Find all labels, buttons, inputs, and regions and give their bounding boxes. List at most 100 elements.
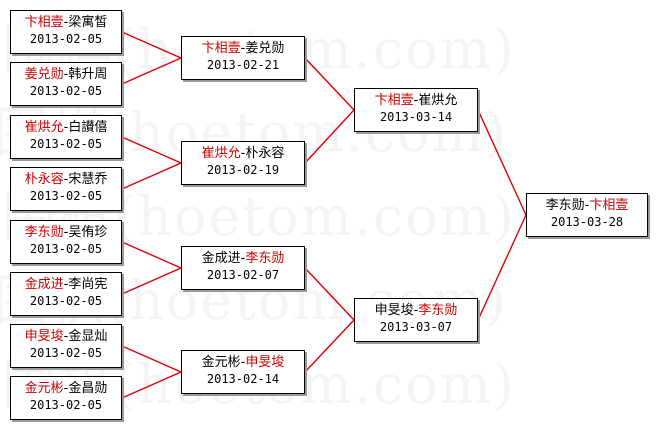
bracket-link-r2m4-r3m2 bbox=[304, 319, 355, 373]
match-date: 2013-02-05 bbox=[29, 84, 103, 98]
name-separator: - bbox=[63, 225, 69, 240]
loser-name: 白讃僖 bbox=[68, 120, 108, 135]
match-date: 2013-02-05 bbox=[29, 398, 103, 412]
bracket-link-r2m1-r3m1 bbox=[304, 57, 355, 111]
loser-name: 金昌勋 bbox=[68, 381, 108, 396]
winner-name: 卞相壹 bbox=[24, 15, 64, 30]
match-players: 李东勋-卞相壹 bbox=[527, 197, 647, 214]
winner-name: 卞相壹 bbox=[589, 198, 629, 213]
match-date: 2013-02-07 bbox=[206, 268, 280, 282]
bracket-link-r1m3-r2m2 bbox=[121, 136, 182, 164]
loser-name: 姜兑勋 bbox=[245, 41, 285, 56]
bracket-link-r2m2-r3m1 bbox=[304, 109, 355, 164]
bracket-link-r1m7-r2m4 bbox=[121, 345, 182, 373]
match-players: 李东勋-吴侑珍 bbox=[11, 224, 121, 241]
winner-name: 卞相壹 bbox=[201, 41, 241, 56]
loser-name: 宋慧乔 bbox=[68, 172, 108, 187]
match-players: 崔烘允-朴永容 bbox=[182, 145, 304, 162]
bracket-link-r3m1-final bbox=[477, 109, 527, 216]
bracket-link-r1m4-r2m2 bbox=[121, 162, 182, 190]
name-separator: - bbox=[63, 381, 69, 396]
match-players: 崔烘允-白讃僖 bbox=[11, 119, 121, 136]
match-players: 卞相壹-姜兑勋 bbox=[182, 40, 304, 57]
loser-name: 李东勋 bbox=[545, 198, 585, 213]
match-players: 金成进-李东勋 bbox=[182, 250, 304, 267]
match-players: 卞相壹-梁寓皙 bbox=[11, 14, 121, 31]
loser-name: 李尚宪 bbox=[68, 277, 108, 292]
winner-name: 金元彬 bbox=[24, 381, 64, 396]
match-players: 金元彬-金昌勋 bbox=[11, 380, 121, 397]
match-date: 2013-02-05 bbox=[29, 189, 103, 203]
bracket-link-r1m8-r2m4 bbox=[121, 371, 182, 399]
match-players: 姜兑勋-韩升周 bbox=[11, 66, 121, 83]
loser-name: 梁寓皙 bbox=[68, 15, 108, 30]
name-separator: - bbox=[240, 41, 246, 56]
match-date: 2013-03-28 bbox=[550, 215, 624, 229]
match-players: 卞相壹-崔烘允 bbox=[355, 92, 477, 109]
name-separator: - bbox=[240, 251, 246, 266]
match-date: 2013-03-14 bbox=[379, 110, 453, 124]
winner-name: 申旻埈 bbox=[245, 355, 285, 370]
name-separator: - bbox=[63, 67, 69, 82]
match-date: 2013-02-19 bbox=[206, 163, 280, 177]
name-separator: - bbox=[63, 15, 69, 30]
name-separator: - bbox=[63, 120, 69, 135]
loser-name: 金显灿 bbox=[68, 329, 108, 344]
name-separator: - bbox=[63, 172, 69, 187]
loser-name: 朴永容 bbox=[245, 146, 285, 161]
winner-name: 姜兑勋 bbox=[24, 67, 64, 82]
name-separator: - bbox=[63, 277, 69, 292]
match-players: 朴永容-宋慧乔 bbox=[11, 171, 121, 188]
winner-name: 李东勋 bbox=[24, 225, 64, 240]
bracket-link-r1m1-r2m1 bbox=[121, 31, 182, 59]
name-separator: - bbox=[63, 329, 69, 344]
match-date: 2013-02-05 bbox=[29, 242, 103, 256]
loser-name: 吴侑珍 bbox=[68, 225, 108, 240]
bracket-link-r1m2-r2m1 bbox=[121, 57, 182, 85]
name-separator: - bbox=[584, 198, 590, 213]
match-date: 2013-02-21 bbox=[206, 58, 280, 72]
winner-name: 李东勋 bbox=[418, 303, 458, 318]
loser-name: 金元彬 bbox=[201, 355, 241, 370]
loser-name: 金成进 bbox=[201, 251, 241, 266]
match-players: 金元彬-申旻埈 bbox=[182, 354, 304, 371]
match-date: 2013-02-05 bbox=[29, 137, 103, 151]
name-separator: - bbox=[240, 355, 246, 370]
winner-name: 朴永容 bbox=[24, 172, 64, 187]
bracket-link-r3m2-final bbox=[477, 214, 527, 321]
match-players: 申旻埈-金显灿 bbox=[11, 328, 121, 345]
name-separator: - bbox=[240, 146, 246, 161]
loser-name: 申旻埈 bbox=[374, 303, 414, 318]
winner-name: 申旻埈 bbox=[24, 329, 64, 344]
bracket-link-r1m5-r2m3 bbox=[121, 241, 182, 269]
loser-name: 韩升周 bbox=[68, 67, 108, 82]
match-players: 金成进-李尚宪 bbox=[11, 276, 121, 293]
name-separator: - bbox=[413, 303, 419, 318]
winner-name: 卞相壹 bbox=[374, 93, 414, 108]
winner-name: 崔烘允 bbox=[201, 146, 241, 161]
winner-name: 李东勋 bbox=[245, 251, 285, 266]
match-players: 申旻埈-李东勋 bbox=[355, 302, 477, 319]
winner-name: 崔烘允 bbox=[24, 120, 64, 135]
match-date: 2013-02-14 bbox=[206, 372, 280, 386]
bracket-link-r2m3-r3m2 bbox=[304, 267, 355, 321]
match-date: 2013-02-05 bbox=[29, 32, 103, 46]
name-separator: - bbox=[413, 93, 419, 108]
